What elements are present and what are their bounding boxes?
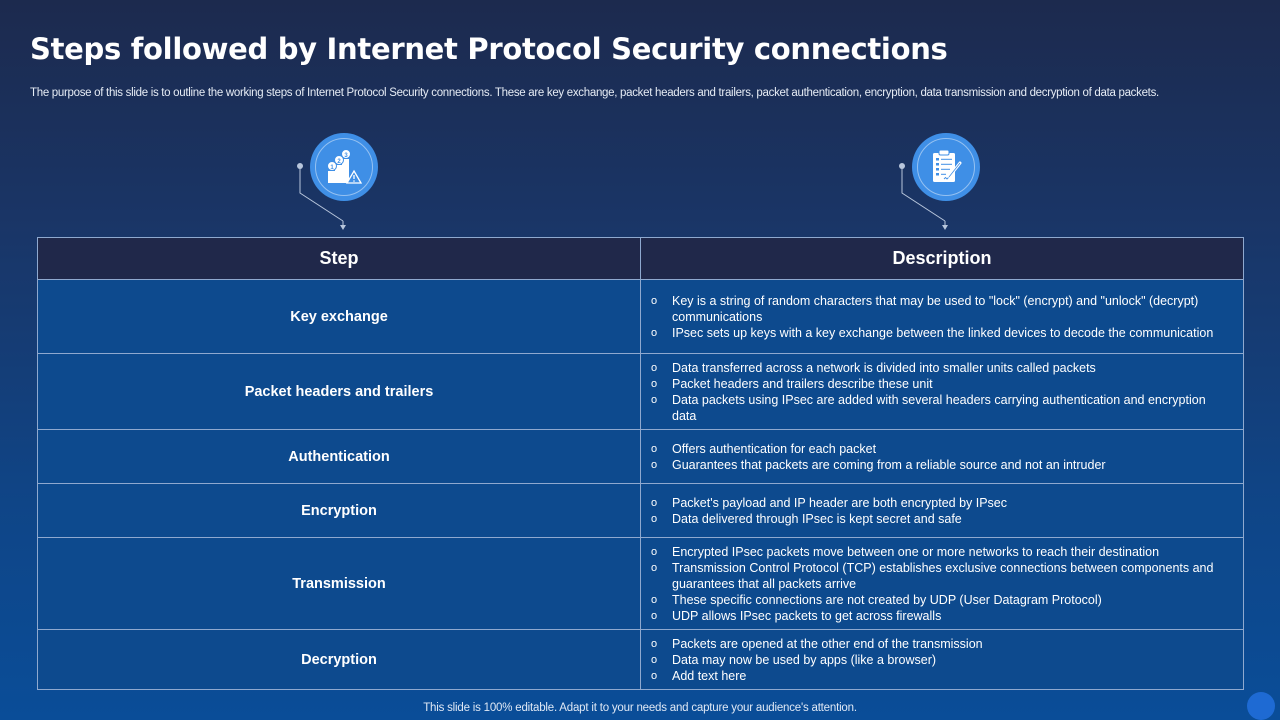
steps-table: Step Description Key exchange Key is a s… — [37, 237, 1244, 690]
bullet-item: UDP allows IPsec packets to get across f… — [651, 608, 1229, 624]
bullet-list: Data transferred across a network is div… — [651, 360, 1229, 424]
description-cell: Offers authentication for each packet Gu… — [640, 429, 1244, 484]
bullet-item: Packet headers and trailers describe the… — [651, 376, 1229, 392]
step-cell: Key exchange — [37, 279, 641, 354]
connector-arrow-icon — [297, 163, 346, 230]
bullet-item: Data delivered through IPsec is kept sec… — [651, 511, 1229, 527]
bullet-item: Transmission Control Protocol (TCP) esta… — [651, 560, 1229, 592]
bullet-item: Guarantees that packets are coming from … — [651, 457, 1229, 473]
table-row: Authentication Offers authentication for… — [37, 429, 1244, 484]
step-icon-group: 1 2 3 — [297, 133, 410, 233]
bullet-item: Offers authentication for each packet — [651, 441, 1229, 457]
bullet-item: These specific connections are not creat… — [651, 592, 1229, 608]
bullet-list: Packets are opened at the other end of t… — [651, 636, 1229, 684]
description-cell: Packets are opened at the other end of t… — [640, 629, 1244, 690]
clipboard-checklist-icon — [912, 133, 980, 201]
step-cell: Packet headers and trailers — [37, 353, 641, 430]
table-row: Packet headers and trailers Data transfe… — [37, 353, 1244, 430]
slide-title: Steps followed by Internet Protocol Secu… — [30, 32, 948, 66]
bullet-item: Packet's payload and IP header are both … — [651, 495, 1229, 511]
table-row: Encryption Packet's payload and IP heade… — [37, 483, 1244, 538]
bullet-list: Packet's payload and IP header are both … — [651, 495, 1229, 527]
step-cell: Authentication — [37, 429, 641, 484]
steps-warning-icon: 1 2 3 — [310, 133, 378, 201]
description-cell: Encrypted IPsec packets move between one… — [640, 537, 1244, 630]
svg-text:1: 1 — [330, 165, 334, 171]
table-header-row: Step Description — [37, 237, 1244, 280]
bullet-item: Add text here — [651, 668, 1229, 684]
bullet-item: Key is a string of random characters tha… — [651, 293, 1229, 325]
bullet-item: Data may now be used by apps (like a bro… — [651, 652, 1229, 668]
step-cell: Encryption — [37, 483, 641, 538]
bullet-list: Offers authentication for each packet Gu… — [651, 441, 1229, 473]
step-cell: Decryption — [37, 629, 641, 690]
table-row: Key exchange Key is a string of random c… — [37, 279, 1244, 354]
slide-subtitle: The purpose of this slide is to outline … — [30, 87, 1159, 99]
bullet-item: Packets are opened at the other end of t… — [651, 636, 1229, 652]
step-cell: Transmission — [37, 537, 641, 630]
bullet-item: Encrypted IPsec packets move between one… — [651, 544, 1229, 560]
bullet-item: Data transferred across a network is div… — [651, 360, 1229, 376]
svg-text:2: 2 — [337, 159, 341, 165]
description-cell: Packet's payload and IP header are both … — [640, 483, 1244, 538]
bullet-item: IPsec sets up keys with a key exchange b… — [651, 325, 1229, 341]
bullet-item: Data packets using IPsec are added with … — [651, 392, 1229, 424]
column-header-description: Description — [640, 237, 1244, 280]
column-header-step: Step — [37, 237, 641, 280]
footer-note: This slide is 100% editable. Adapt it to… — [423, 702, 857, 714]
description-icon-group — [899, 133, 1012, 233]
description-cell: Key is a string of random characters tha… — [640, 279, 1244, 354]
table-row: Decryption Packets are opened at the oth… — [37, 629, 1244, 690]
bullet-list: Key is a string of random characters tha… — [651, 293, 1229, 341]
bullet-list: Encrypted IPsec packets move between one… — [651, 544, 1229, 624]
corner-decoration-dot — [1247, 692, 1275, 720]
table-row: Transmission Encrypted IPsec packets mov… — [37, 537, 1244, 630]
description-cell: Data transferred across a network is div… — [640, 353, 1244, 430]
svg-text:3: 3 — [344, 153, 348, 159]
connector-arrow-icon — [899, 163, 948, 230]
